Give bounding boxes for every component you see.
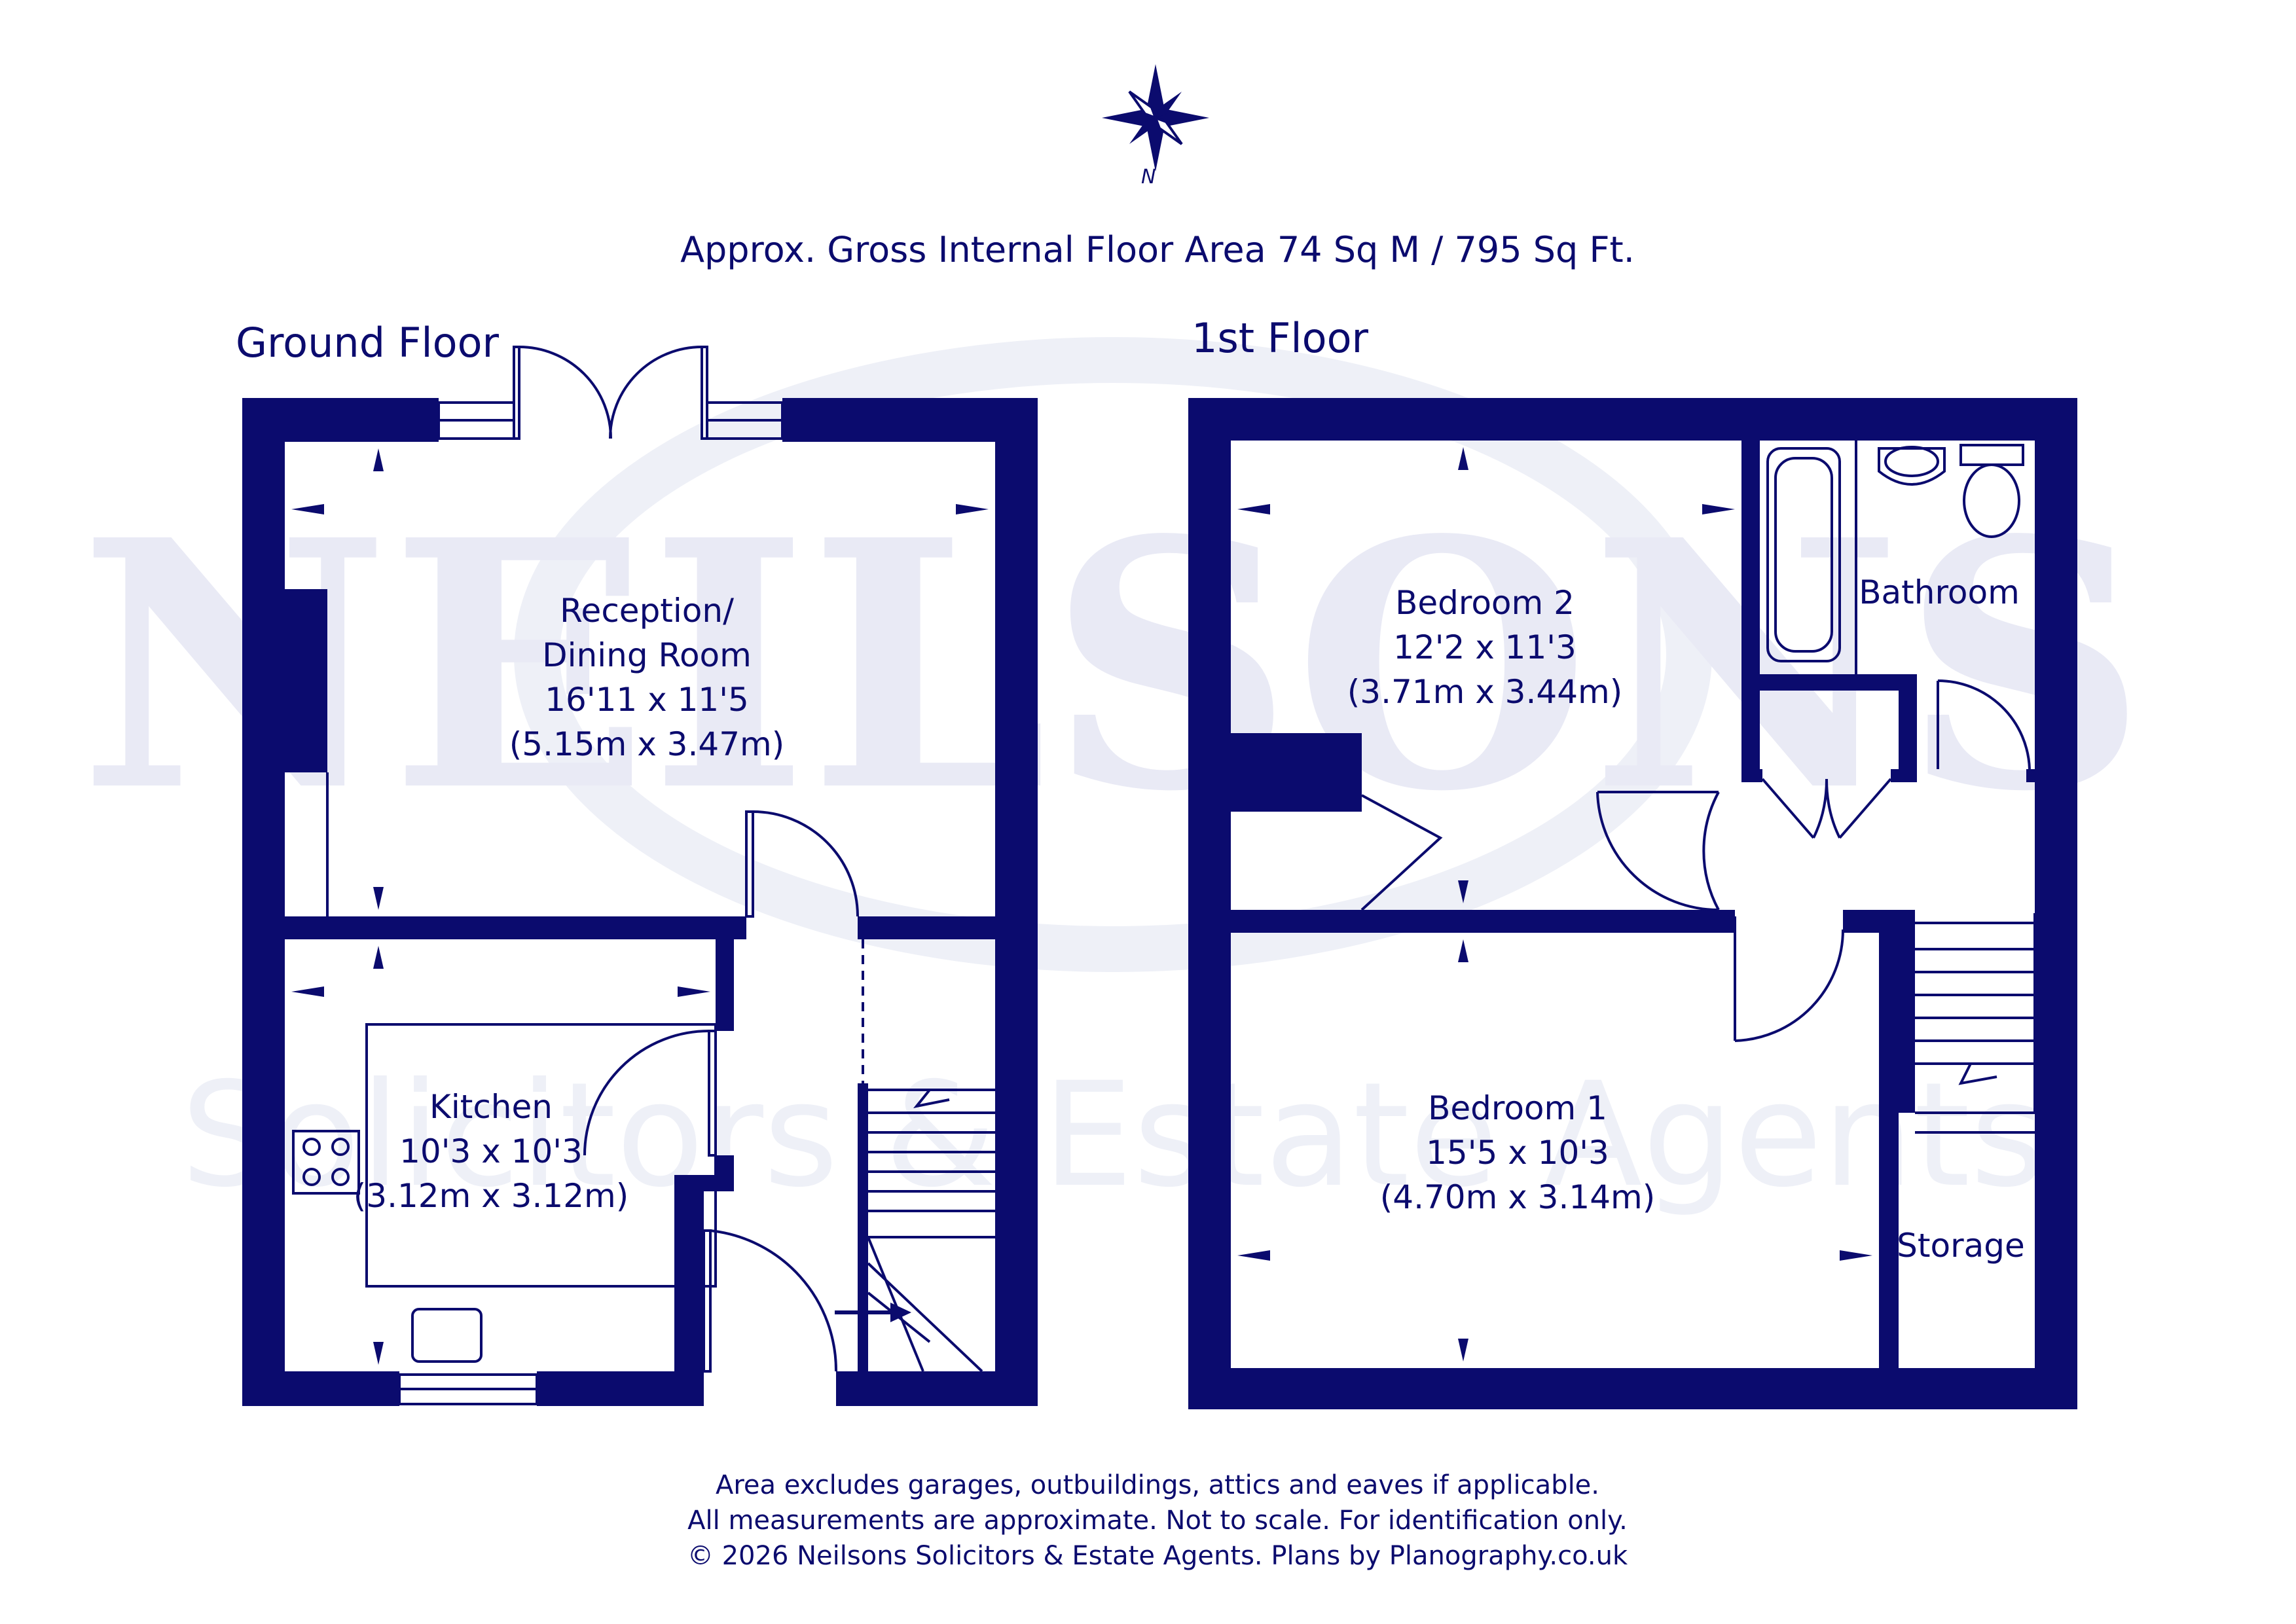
bedroom2-imperial: 12'2 x 11'3 bbox=[1393, 628, 1576, 666]
ground-floor-plan: Reception/ Dining Room 16'11 x 11'5 (5.1… bbox=[242, 346, 1038, 1406]
first-floor-plan: Bedroom 2 12'2 x 11'3 (3.71m x 3.44m) Ba… bbox=[1188, 398, 2077, 1409]
footer-line-1: Area excludes garages, outbuildings, att… bbox=[716, 1470, 1599, 1500]
dimension-arrows bbox=[291, 448, 989, 1365]
bathroom-name: Bathroom bbox=[1859, 573, 2020, 611]
bedroom1-imperial: 15'5 x 10'3 bbox=[1426, 1134, 1609, 1172]
compass-rose-icon: N bbox=[1102, 64, 1209, 189]
storage-name: Storage bbox=[1897, 1227, 2025, 1265]
reception-name-1: Reception/ bbox=[560, 592, 734, 630]
bedroom2-metric: (3.71m x 3.44m) bbox=[1347, 673, 1622, 711]
watermark-arc bbox=[514, 337, 1712, 972]
bedroom1-name: Bedroom 1 bbox=[1428, 1089, 1607, 1127]
first-floor-title: 1st Floor bbox=[1192, 314, 1369, 362]
dimension-arrows-first bbox=[1237, 447, 1872, 1362]
kitchen-name: Kitchen bbox=[429, 1088, 553, 1126]
reception-imperial: 16'11 x 11'5 bbox=[545, 681, 749, 719]
reception-metric: (5.15m x 3.47m) bbox=[509, 725, 784, 763]
kitchen-metric: (3.12m x 3.12m) bbox=[354, 1177, 629, 1215]
ground-floor-title: Ground Floor bbox=[236, 319, 500, 367]
bedroom2-name: Bedroom 2 bbox=[1395, 584, 1575, 622]
area-summary: Approx. Gross Internal Floor Area 74 Sq … bbox=[680, 229, 1635, 270]
compass-north-label: N bbox=[1141, 166, 1156, 189]
hob-icon bbox=[292, 1130, 360, 1195]
stairs-arrow-icon bbox=[835, 1303, 911, 1322]
reception-name-2: Dining Room bbox=[542, 636, 752, 674]
watermark: NEILSONS Solicitors & Estate Agents bbox=[79, 337, 2147, 1219]
footer-line-2: All measurements are approximate. Not to… bbox=[687, 1506, 1628, 1536]
footer-line-3: © 2026 Neilsons Solicitors & Estate Agen… bbox=[687, 1541, 1628, 1571]
kitchen-imperial: 10'3 x 10'3 bbox=[399, 1132, 583, 1170]
watermark-brand: NEILSONS bbox=[79, 466, 2147, 866]
watermark-tagline: Solicitors & Estate Agents bbox=[181, 1051, 2045, 1219]
bedroom1-metric: (4.70m x 3.14m) bbox=[1380, 1178, 1655, 1216]
